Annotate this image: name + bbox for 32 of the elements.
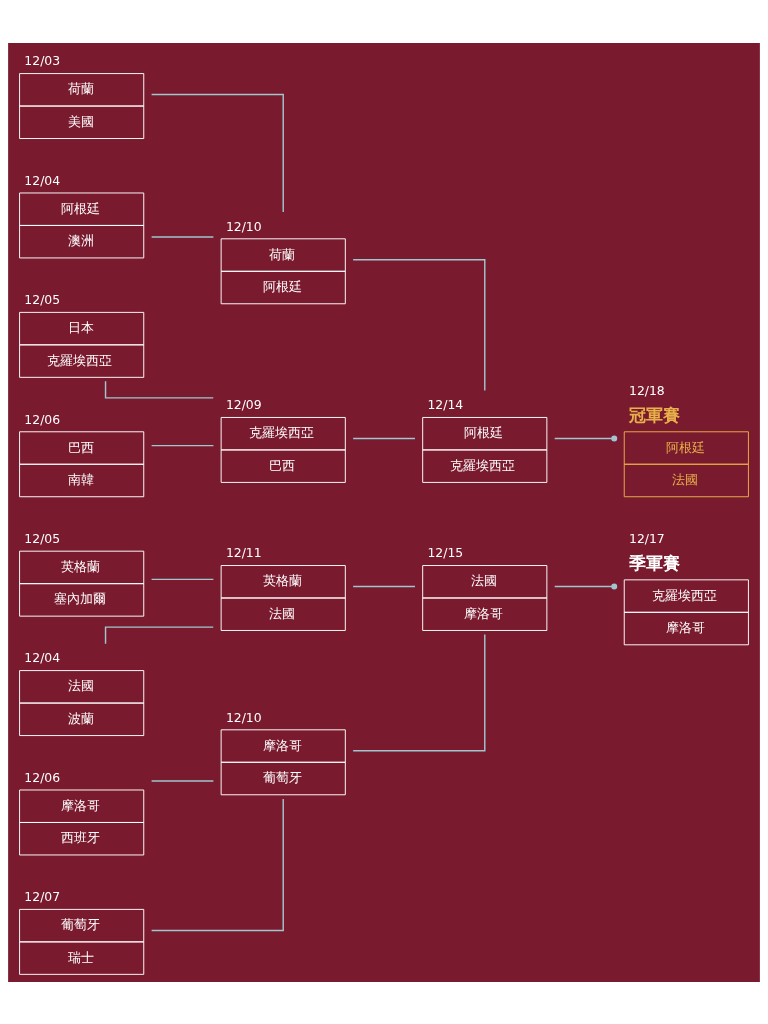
connector	[554, 434, 618, 441]
node-label: 12/07	[24, 888, 61, 904]
node-label: 12/05	[24, 530, 61, 546]
node-label: 12/14	[427, 396, 464, 412]
node-label: 12/15	[427, 544, 464, 560]
node-label: 12/06	[24, 769, 61, 785]
connector	[352, 633, 486, 752]
connector	[150, 235, 215, 238]
node-label: 季軍賽	[629, 552, 681, 573]
node-label: 12/05	[24, 291, 61, 307]
connector	[150, 93, 284, 213]
node-label: 12/09	[225, 396, 262, 412]
connector	[352, 258, 486, 391]
connector	[150, 578, 215, 580]
connector	[150, 444, 215, 446]
node-label: 12/18	[629, 382, 665, 398]
connector	[150, 797, 284, 931]
node-label: 12/11	[225, 544, 262, 560]
node-label: 12/04	[24, 649, 61, 665]
connector	[352, 437, 416, 439]
connector	[554, 583, 618, 590]
node-label: 12/17	[629, 530, 665, 546]
node-label: 12/03	[24, 52, 61, 68]
node-label: 12/04	[24, 172, 61, 188]
connector	[104, 380, 214, 399]
connector	[352, 585, 416, 587]
node-label: 冠軍賽	[629, 404, 681, 425]
node-label: 12/10	[225, 218, 262, 234]
node-label: 12/06	[24, 411, 61, 427]
connector	[150, 779, 215, 782]
node-label: 12/10	[225, 709, 262, 725]
connector	[104, 625, 214, 644]
